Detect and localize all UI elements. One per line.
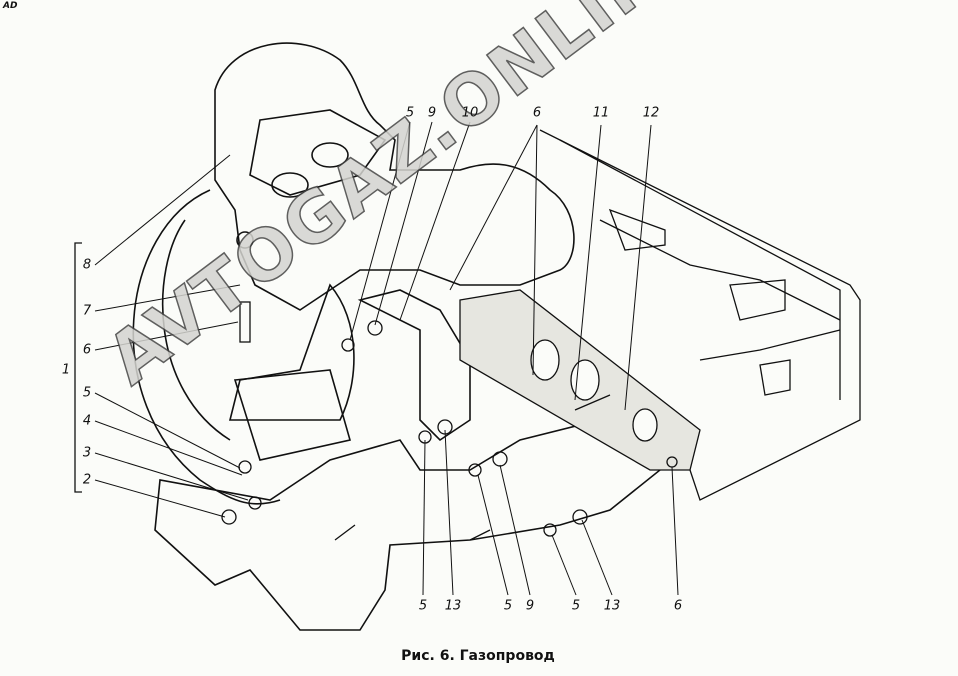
label-5: 5 bbox=[82, 385, 92, 401]
label-7: 7 bbox=[82, 303, 92, 319]
exhaust-manifold bbox=[154, 283, 661, 631]
label-9: 9 bbox=[525, 598, 535, 614]
label-6: 6 bbox=[673, 598, 683, 614]
label-2: 2 bbox=[82, 472, 92, 488]
label-4: 4 bbox=[82, 413, 92, 429]
label-5: 5 bbox=[405, 105, 415, 121]
label-5: 5 bbox=[503, 598, 513, 614]
label-6: 6 bbox=[532, 105, 542, 121]
label-12: 12 bbox=[642, 105, 660, 121]
label-5: 5 bbox=[418, 598, 428, 614]
label-13: 13 bbox=[603, 598, 621, 614]
label-13: 13 bbox=[444, 598, 462, 614]
label-11: 11 bbox=[592, 105, 610, 121]
group-bracket bbox=[74, 242, 82, 493]
fasteners bbox=[221, 301, 678, 541]
label-6: 6 bbox=[82, 342, 92, 358]
corner-mark: AD bbox=[3, 1, 18, 11]
label-1: 1 bbox=[61, 362, 71, 378]
figure-caption: Рис. 6. Газопровод bbox=[401, 648, 555, 664]
label-9: 9 bbox=[427, 105, 437, 121]
label-5: 5 bbox=[571, 598, 581, 614]
leader-lines bbox=[94, 121, 679, 596]
gasket bbox=[459, 289, 701, 471]
cylinder-head bbox=[539, 129, 861, 501]
intake-manifold bbox=[214, 42, 575, 311]
label-8: 8 bbox=[82, 257, 92, 273]
label-3: 3 bbox=[82, 445, 92, 461]
label-10: 10 bbox=[461, 105, 479, 121]
